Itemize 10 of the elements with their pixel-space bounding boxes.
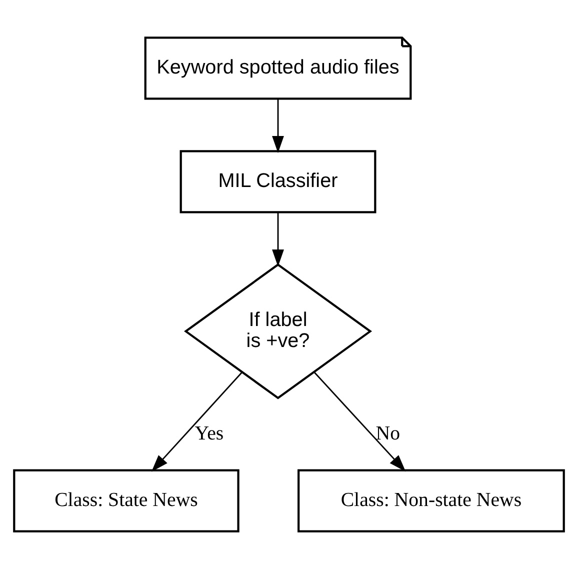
arrow [272, 212, 284, 267]
node-box: MIL Classifier [180, 150, 376, 214]
node-diamond: If label is +ve? [184, 263, 372, 400]
arrow [272, 99, 284, 154]
node-box: Class: State News [13, 469, 240, 532]
arrow [314, 372, 406, 472]
edge-label: Yes [194, 422, 224, 444]
node-box: Class: Non-state News [298, 469, 565, 532]
arrow [151, 372, 243, 472]
edge-label: No [376, 422, 400, 444]
